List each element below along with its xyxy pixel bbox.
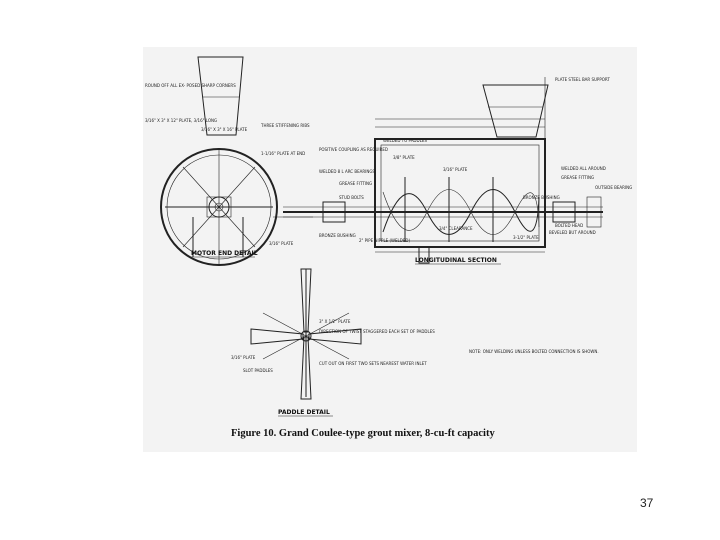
label: BRONZE BUSHING [319,233,356,238]
label: 3" X 1/2" PLATE [319,319,351,324]
label: THREE STIFFENING RIBS [260,123,310,128]
label: BRONZE BUSHING [523,195,560,200]
motor-end-detail: ROUND OFF ALL EX- POSED SHARP CORNERS 3/… [145,56,313,266]
label: ROUND OFF ALL EX- POSED SHARP CORNERS [145,83,236,88]
page-number: 37 [640,496,654,510]
label: 3/16" X 3" X 16" PLATE [201,127,248,132]
label: CUT OUT ON FIRST TWO SETS NEAREST WATER … [319,361,427,366]
label: GREASE FITTING [561,175,594,180]
label: 1-1/16" PLATE AT END [261,151,305,156]
label: PLATE STEEL BAR SUPPORT [555,77,610,82]
label: 3/16" X 3" X 12" PLATE, 3/16" LONG [145,118,217,123]
label: 3/16" PLATE [231,355,256,360]
figure-caption: Figure 10. Grand Coulee-type grout mixer… [231,428,495,439]
drawing-note: NOTE: ONLY WELDING UNLESS BOLTED CONNECT… [469,349,599,354]
label: 2" PIPE NIPPLE (WELDED) [359,238,410,243]
label: POSITIVE COUPLING AS REQUIRED [319,147,388,152]
label: 3/4" CLEARANCE [439,226,473,231]
label: STUD BOLTS [339,195,364,200]
label: WELDED ALL AROUND [561,166,606,171]
paddle-detail: 3" X 1/2" PLATE DIRECTION OF TWIST STAGG… [231,268,435,417]
label: WELDED 8 L ARC BEARINGS [319,169,375,174]
longitudinal-section: POSITIVE COUPLING AS REQUIRED WELDED 8 L… [283,77,632,265]
label: BEVELED BUT AROUND [549,230,596,235]
figure-image: ROUND OFF ALL EX- POSED SHARP CORNERS 3/… [143,47,637,452]
mixer-tank [374,138,546,248]
paddle-detail-title: PADDLE DETAIL [278,409,330,416]
hopper-shape [482,84,549,138]
label: WELDED TO PADDLES [383,138,427,143]
label: 3/16" PLATE [443,167,468,172]
label: GREASE FITTING [339,181,372,186]
label: BOLTED HEAD [555,223,583,228]
motor-end-detail-title: MOTOR END DETAIL [191,250,258,257]
longitudinal-section-title: LONGITUDINAL SECTION [415,257,497,264]
label: 3/16" PLATE [269,241,294,246]
label: SLOT PADDLES [243,368,273,373]
label: OUTSIDE BEARING [595,185,632,190]
engineering-drawing: ROUND OFF ALL EX- POSED SHARP CORNERS 3/… [145,56,632,439]
hopper-shape [197,56,244,136]
label: 3/8" PLATE [393,155,415,160]
label: DIRECTION OF TWIST STAGGERED EACH SET OF… [319,329,435,334]
label: 3-1/2" PLATE [513,235,539,240]
